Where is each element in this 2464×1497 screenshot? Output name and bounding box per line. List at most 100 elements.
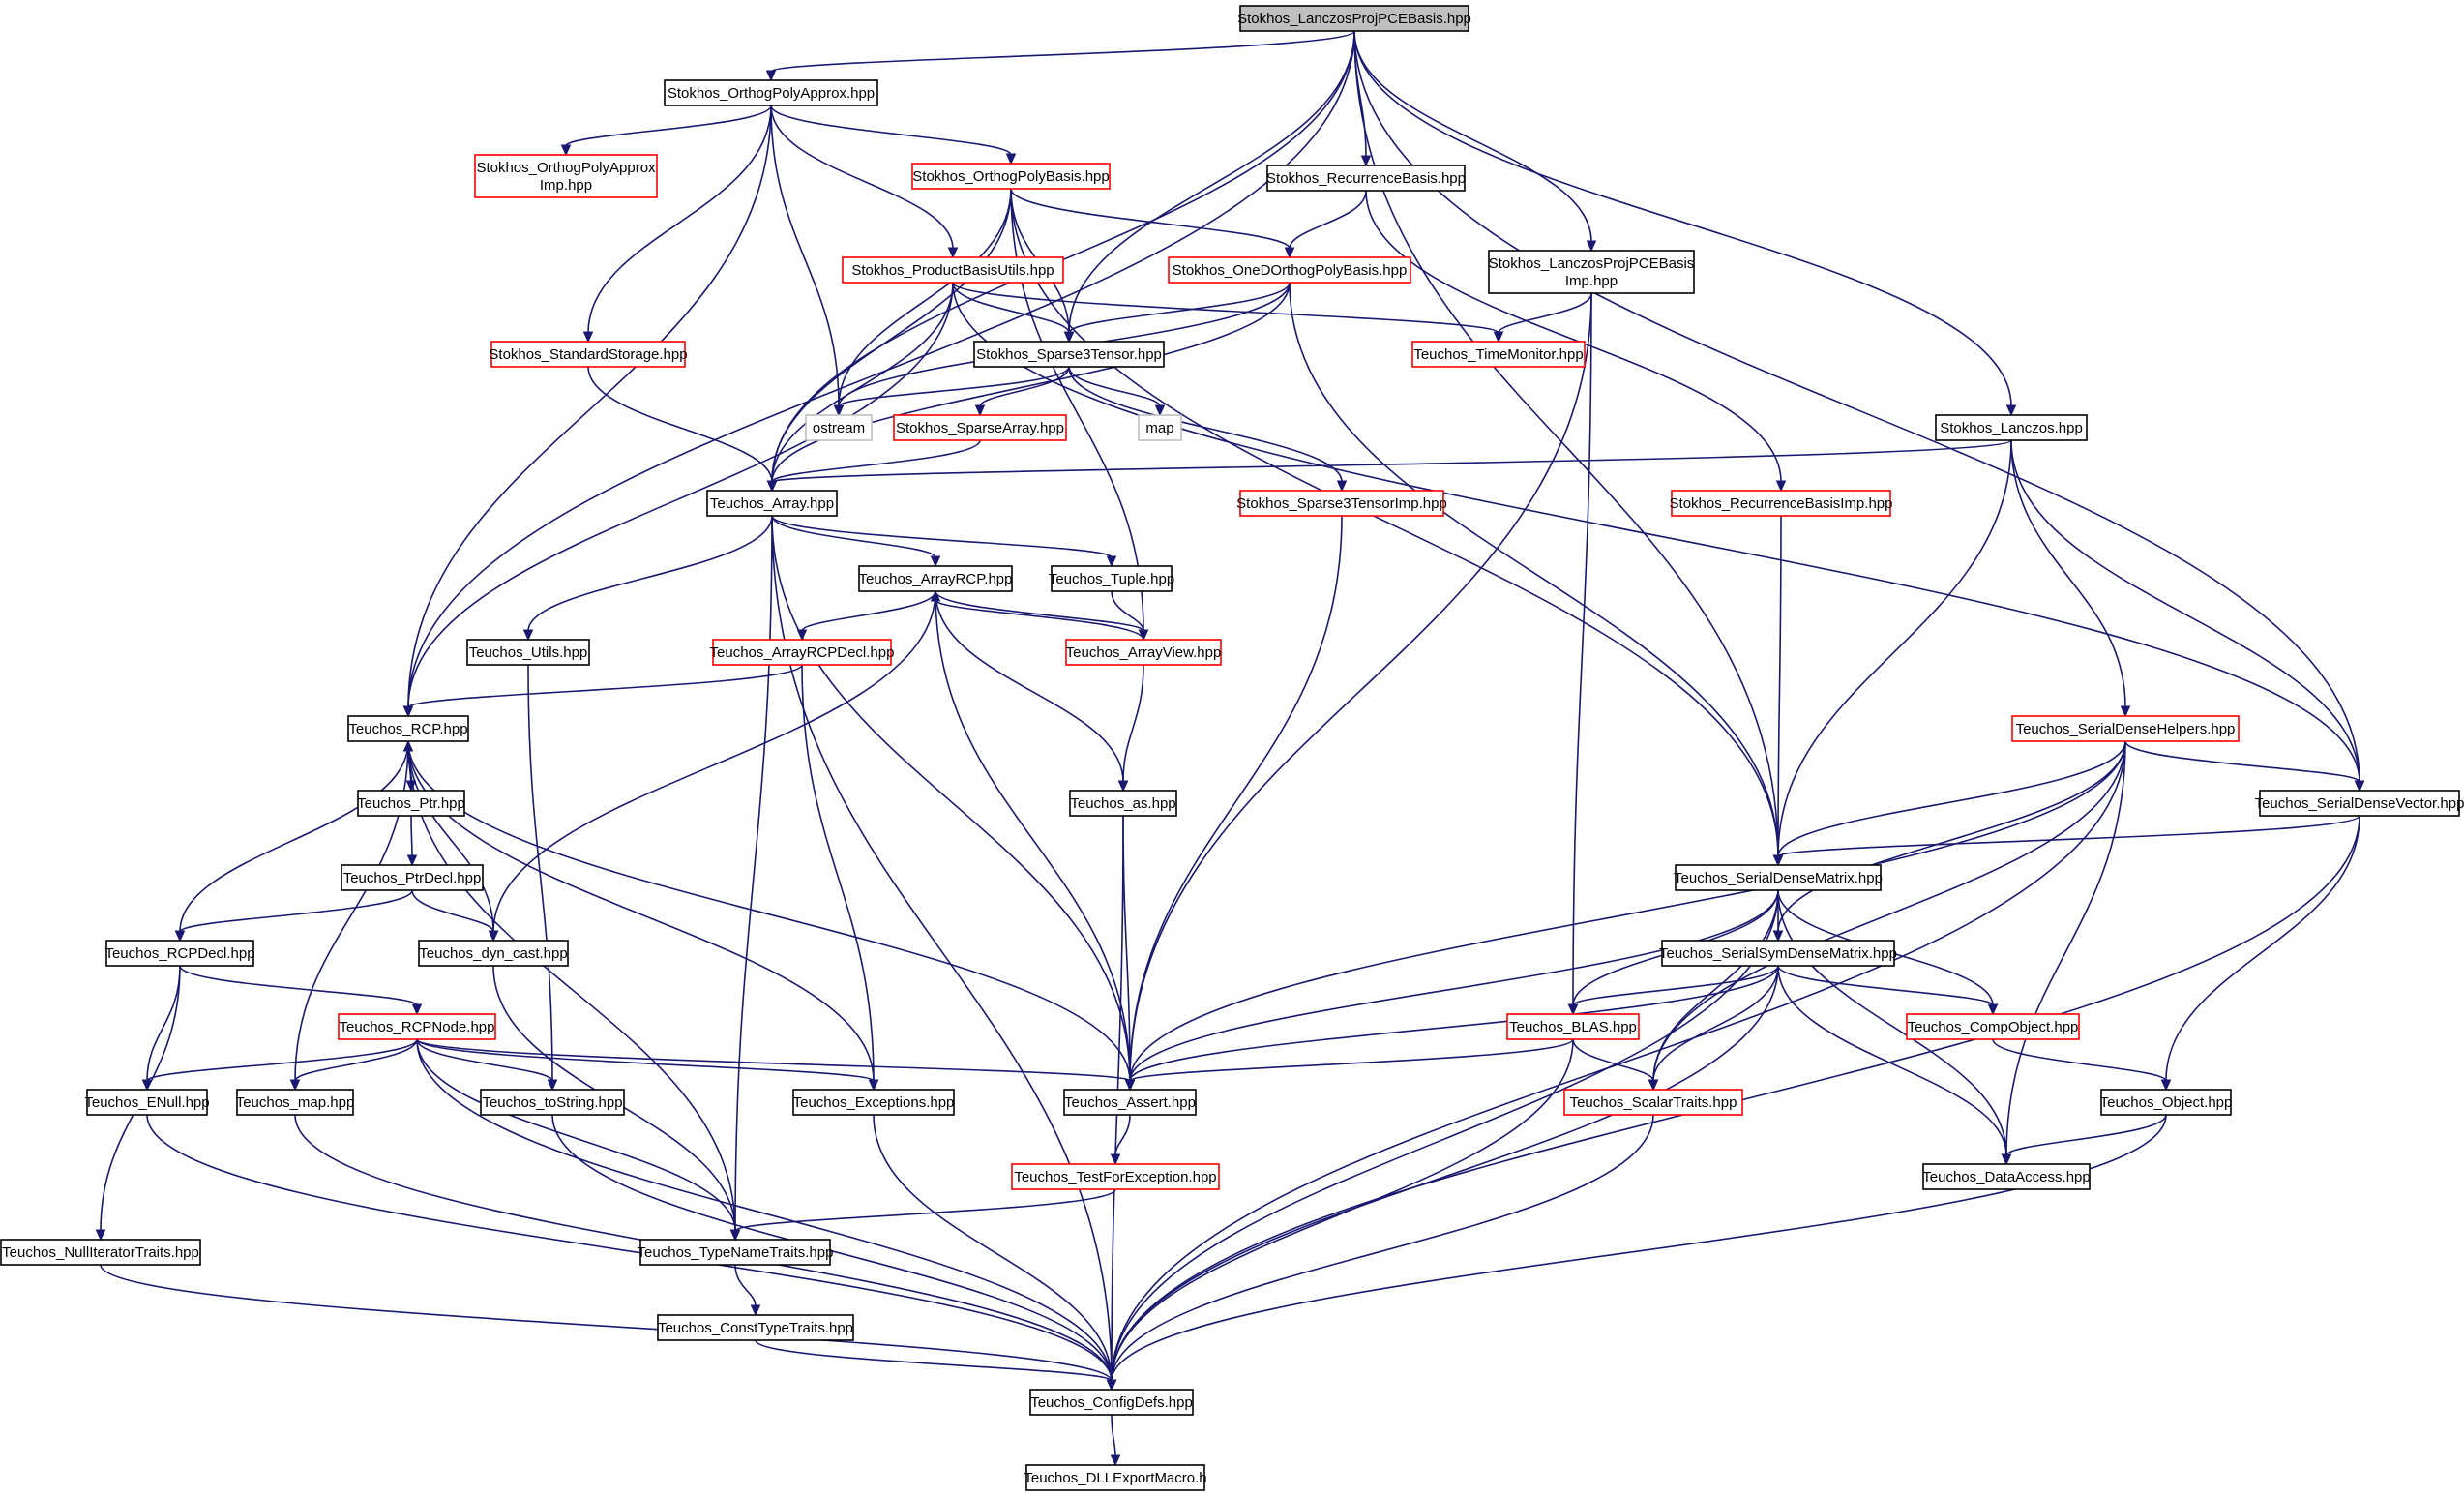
arrowhead-rcp-node-to-teuchos-map <box>289 1079 301 1092</box>
edge-product-basis-utils-to-serial-dense-vector <box>952 282 2360 783</box>
node-assert[interactable]: Teuchos_Assert.hpp <box>1063 1089 1197 1116</box>
node-array-rcpdecl[interactable]: Teuchos_ArrayRCPDecl.hpp <box>710 639 895 666</box>
node-config-defs[interactable]: Teuchos_ConfigDefs.hpp <box>1029 1389 1194 1416</box>
arrowhead-serial-dense-helpers-to-serial-dense-vector <box>2354 780 2365 793</box>
arrowhead-test-for-exception-to-type-name-traits <box>729 1229 741 1242</box>
node-label: Teuchos_Array.hpp <box>710 495 834 512</box>
node-box <box>1063 1089 1197 1116</box>
node-box <box>1239 5 1469 32</box>
edge-lanczos-to-serial-dense-vector <box>2010 439 2360 783</box>
node-sparse-array[interactable]: Stokhos_SparseArray.hpp <box>893 414 1067 441</box>
node-as[interactable]: Teuchos_as.hpp <box>1069 790 1177 817</box>
edge-recurrence-basis-to-recurrence-basis-imp <box>1365 190 1782 483</box>
edge-rcp-node-to-to-string <box>416 1038 553 1082</box>
edge-orthog-approx-to-rcp <box>407 105 772 708</box>
node-rcp-decl[interactable]: Teuchos_RCPDecl.hpp <box>104 940 255 967</box>
node-blas[interactable]: Teuchos_BLAS.hpp <box>1506 1013 1640 1040</box>
edge-to-string-to-config-defs <box>551 1114 1113 1382</box>
arrowhead-rcp-node-to-e-null <box>141 1079 153 1092</box>
edge-orthog-approx-to-product-basis-utils <box>770 105 954 250</box>
edge-array-rcp-to-dyn-cast <box>492 590 936 933</box>
edge-const-type-traits-to-config-defs <box>755 1339 1113 1382</box>
node-map: map <box>1138 414 1182 441</box>
node-box <box>2259 790 2460 817</box>
node-label: Teuchos_toString.hpp <box>482 1094 622 1111</box>
node-serial-sym-dense-matrix[interactable]: Teuchos_SerialSymDenseMatrix.hpp <box>1659 940 1897 967</box>
edge-teuchos-array-to-tuple <box>771 515 1113 558</box>
arrowhead-root-to-lanczos-imp <box>1586 240 1597 253</box>
node-serial-dense-helpers[interactable]: Teuchos_SerialDenseHelpers.hpp <box>2011 715 2240 742</box>
node-comp-object[interactable]: Teuchos_CompObject.hpp <box>1906 1013 2080 1040</box>
node-product-basis-utils[interactable]: Stokhos_ProductBasisUtils.hpp <box>842 256 1064 284</box>
edge-type-name-traits-to-const-type-traits <box>734 1264 757 1307</box>
node-box <box>357 790 465 817</box>
arrowhead-sparse3-tensor-to-sparse-array <box>974 404 986 417</box>
node-label: Stokhos_Sparse3Tensor.hpp <box>976 346 1162 363</box>
node-label: Stokhos_RecurrenceBasisImp.hpp <box>1670 495 1893 512</box>
edge-rcp-node-to-assert <box>416 1038 1131 1082</box>
edge-test-for-exception-to-type-name-traits <box>734 1188 1116 1232</box>
edge-lanczos-imp-to-time-monitor <box>1498 292 1592 334</box>
node-teuchos-map[interactable]: Teuchos_map.hpp <box>236 1089 355 1116</box>
edge-rcp-node-to-e-null <box>146 1038 418 1082</box>
node-serial-dense-vector[interactable]: Teuchos_SerialDenseVector.hpp <box>2255 790 2464 817</box>
node-test-for-exception[interactable]: Teuchos_TestForException.hpp <box>1011 1163 1220 1190</box>
node-type-name-traits[interactable]: Teuchos_TypeNameTraits.hpp <box>638 1239 834 1266</box>
node-data-access[interactable]: Teuchos_DataAccess.hpp <box>1922 1163 2091 1190</box>
node-rcp[interactable]: Teuchos_RCP.hpp <box>347 715 469 742</box>
node-dll-export[interactable]: Teuchos_DLLExportMacro.h <box>1024 1464 1207 1491</box>
node-tuple[interactable]: Teuchos_Tuple.hpp <box>1049 565 1174 592</box>
arrowhead-teuchos-array-to-array-rcp <box>930 555 941 568</box>
arrowhead-sparse3-tensor-to-map <box>1154 404 1166 417</box>
edge-orthog-approx-to-standard-storage <box>587 105 772 334</box>
node-to-string[interactable]: Teuchos_toString.hpp <box>480 1089 625 1116</box>
node-rcp-node[interactable]: Teuchos_RCPNode.hpp <box>338 1013 496 1040</box>
node-null-iterator-traits[interactable]: Teuchos_NullIteratorTraits.hpp <box>0 1239 201 1266</box>
arrowhead-const-type-traits-to-config-defs <box>1106 1379 1117 1392</box>
node-label: Teuchos_map.hpp <box>236 1094 355 1111</box>
node-ptr[interactable]: Teuchos_Ptr.hpp <box>357 790 465 817</box>
node-orthog-basis[interactable]: Stokhos_OrthogPolyBasis.hpp <box>911 163 1111 190</box>
node-dyn-cast[interactable]: Teuchos_dyn_cast.hpp <box>418 940 569 967</box>
node-label: Stokhos_Lanczos.hpp <box>1940 420 2083 436</box>
node-utils[interactable]: Teuchos_Utils.hpp <box>466 639 590 666</box>
edge-ptr-decl-to-dyn-cast <box>411 889 494 933</box>
node-array-view[interactable]: Teuchos_ArrayView.hpp <box>1065 639 1222 666</box>
node-exceptions[interactable]: Teuchos_Exceptions.hpp <box>792 1089 955 1116</box>
node-label: Teuchos_DataAccess.hpp <box>1922 1169 2090 1185</box>
arrowhead-array-view-to-as <box>1117 780 1129 793</box>
node-orthog-approx[interactable]: Stokhos_OrthogPolyApprox.hpp <box>664 79 878 106</box>
arrowhead-serial-dense-matrix-to-serial-sym-dense-matrix <box>1772 930 1784 943</box>
node-standard-storage[interactable]: Stokhos_StandardStorage.hpp <box>489 341 688 368</box>
node-serial-dense-matrix[interactable]: Teuchos_SerialDenseMatrix.hpp <box>1674 864 1883 891</box>
node-box <box>911 163 1111 190</box>
node-object[interactable]: Teuchos_Object.hpp <box>2100 1089 2233 1116</box>
node-time-monitor[interactable]: Teuchos_TimeMonitor.hpp <box>1411 341 1586 368</box>
node-one-dorthog[interactable]: Stokhos_OneDOrthogPolyBasis.hpp <box>1168 256 1411 284</box>
node-lanczos[interactable]: Stokhos_Lanczos.hpp <box>1935 414 2088 441</box>
node-array-rcp[interactable]: Teuchos_ArrayRCP.hpp <box>858 565 1013 592</box>
arrowhead-orthog-approx-to-product-basis-utils <box>947 247 959 259</box>
edge-serial-dense-helpers-to-data-access <box>2005 740 2126 1156</box>
node-label: Teuchos_BLAS.hpp <box>1509 1019 1637 1035</box>
edge-lanczos-to-serial-dense-matrix <box>1777 439 2012 857</box>
node-sparse3-tensor-imp[interactable]: Stokhos_Sparse3TensorImp.hpp <box>1236 490 1447 517</box>
edge-sparse-array-to-teuchos-array <box>771 439 981 483</box>
edge-product-basis-utils-to-teuchos-array <box>771 282 954 483</box>
edge-one-dorthog-to-sparse3-tensor <box>1068 282 1291 334</box>
node-e-null[interactable]: Teuchos_ENull.hpp <box>84 1089 210 1116</box>
edge-sparse3-tensor-imp-to-assert <box>1129 515 1343 1082</box>
node-recurrence-basis[interactable]: Stokhos_RecurrenceBasis.hpp <box>1266 165 1466 192</box>
node-recurrence-basis-imp[interactable]: Stokhos_RecurrenceBasisImp.hpp <box>1670 490 1893 517</box>
node-teuchos-array[interactable]: Teuchos_Array.hpp <box>706 490 838 517</box>
edge-product-basis-utils-to-time-monitor <box>952 282 1499 334</box>
node-root[interactable]: Stokhos_LanczosProjPCEBasis.hpp <box>1237 5 1471 32</box>
node-scalar-traits[interactable]: Teuchos_ScalarTraits.hpp <box>1563 1089 1743 1116</box>
node-const-type-traits[interactable]: Teuchos_ConstTypeTraits.hpp <box>657 1314 854 1341</box>
node-ptr-decl[interactable]: Teuchos_PtrDecl.hpp <box>341 864 484 891</box>
edge-array-rcp-to-as <box>935 590 1124 783</box>
node-sparse3-tensor[interactable]: Stokhos_Sparse3Tensor.hpp <box>973 341 1165 368</box>
edge-comp-object-to-object <box>1992 1038 2167 1082</box>
